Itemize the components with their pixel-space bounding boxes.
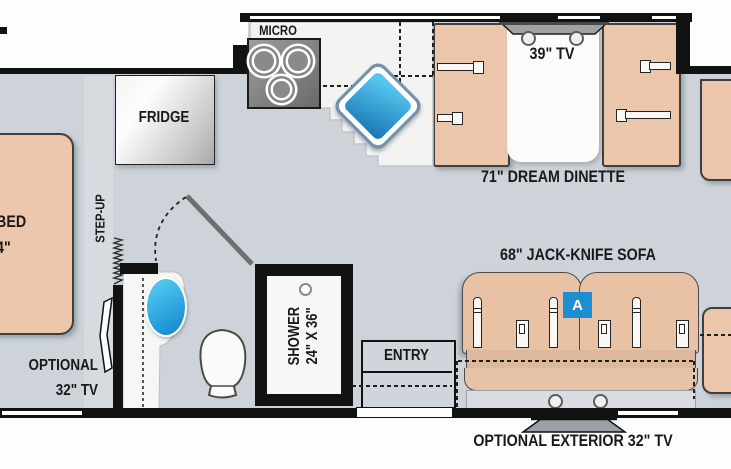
sofa-badge: A <box>563 292 592 318</box>
entry-threshold <box>356 407 454 418</box>
entry-step-divider <box>361 371 452 373</box>
bed-label-line2: 4" <box>0 238 11 257</box>
wall-bottom-left <box>0 408 358 418</box>
sofa-base-knob-icon <box>548 394 563 409</box>
bed-label-line1: BED <box>0 212 27 231</box>
exterior-tv-label: OPTIONAL EXTERIOR 32" TV <box>473 431 673 450</box>
burner-icon <box>288 51 308 71</box>
fridge-label: FRIDGE <box>138 109 190 126</box>
seatbelt-strap-icon <box>473 297 483 349</box>
bedroom-tv-icon <box>99 296 113 374</box>
seatbelt-strap-icon <box>616 109 672 122</box>
bathroom-door <box>185 194 254 266</box>
burner-icon <box>254 51 274 71</box>
cup-holder-icon <box>569 31 584 46</box>
tv-39-mount <box>499 21 609 25</box>
stove-icon <box>247 38 321 109</box>
counter-outline-dash <box>260 22 434 87</box>
window <box>618 411 678 415</box>
cabinet-right-bottom <box>702 307 731 394</box>
entry-label: ENTRY <box>383 347 430 364</box>
wall-bottom-right <box>452 408 731 418</box>
bath-sink-icon <box>145 277 187 337</box>
door-swing-icon <box>154 196 187 262</box>
seatbelt-strap-icon <box>437 61 485 74</box>
slideout-dash <box>456 334 731 407</box>
wall-bathroom-left <box>113 285 123 412</box>
entry-step-box <box>361 340 456 412</box>
window <box>250 15 500 19</box>
wall-cab-corner <box>233 45 247 74</box>
wall-right-step <box>676 66 731 74</box>
optional-tv-label-line1: OPTIONAL <box>28 357 98 374</box>
seatbelt-buckle-icon <box>598 320 612 350</box>
cabinet-right-top <box>700 79 731 181</box>
seatbelt-strap-icon <box>632 297 642 349</box>
window <box>558 15 600 19</box>
shower-label-line2: 24" X 36" <box>304 307 321 365</box>
dinette-table <box>507 26 599 162</box>
toilet-icon <box>199 328 247 399</box>
seatbelt-strap-icon <box>640 60 672 73</box>
burner-icon <box>273 81 290 98</box>
window <box>2 411 82 415</box>
optional-tv-label-line2: 32" TV <box>55 382 98 399</box>
step-up-label: STEP-UP <box>92 194 108 243</box>
shower-label: SHOWER 24" X 36" <box>274 276 334 396</box>
tv39-label: 39" TV <box>529 44 575 63</box>
sofa-label: 68" JACK-KNIFE SOFA <box>500 245 656 264</box>
wall-cab-edge <box>0 27 7 34</box>
cup-holder-icon <box>521 31 536 46</box>
accordion-door-icon <box>111 237 125 285</box>
seatbelt-strap-icon <box>549 297 559 349</box>
shower-head-icon <box>299 283 312 296</box>
wall-cab-front <box>0 68 240 74</box>
fridge <box>115 75 215 165</box>
seatbelt-buckle-icon <box>676 320 690 350</box>
window <box>652 15 686 19</box>
bed <box>0 133 74 335</box>
seatbelt-buckle-icon <box>516 320 530 350</box>
dinette-bench-left <box>433 23 510 167</box>
seatbelt-buckle-icon <box>437 112 465 125</box>
micro-label: MICRO <box>259 23 297 38</box>
sofa-base-knob-icon <box>593 394 608 409</box>
wall-right-vertical <box>676 13 690 70</box>
dinette-bench-right <box>602 23 681 167</box>
wall-vanity-top <box>120 263 158 274</box>
dinette-label: 71" DREAM DINETTE <box>480 167 626 186</box>
shower-label-line1: SHOWER <box>286 306 304 366</box>
